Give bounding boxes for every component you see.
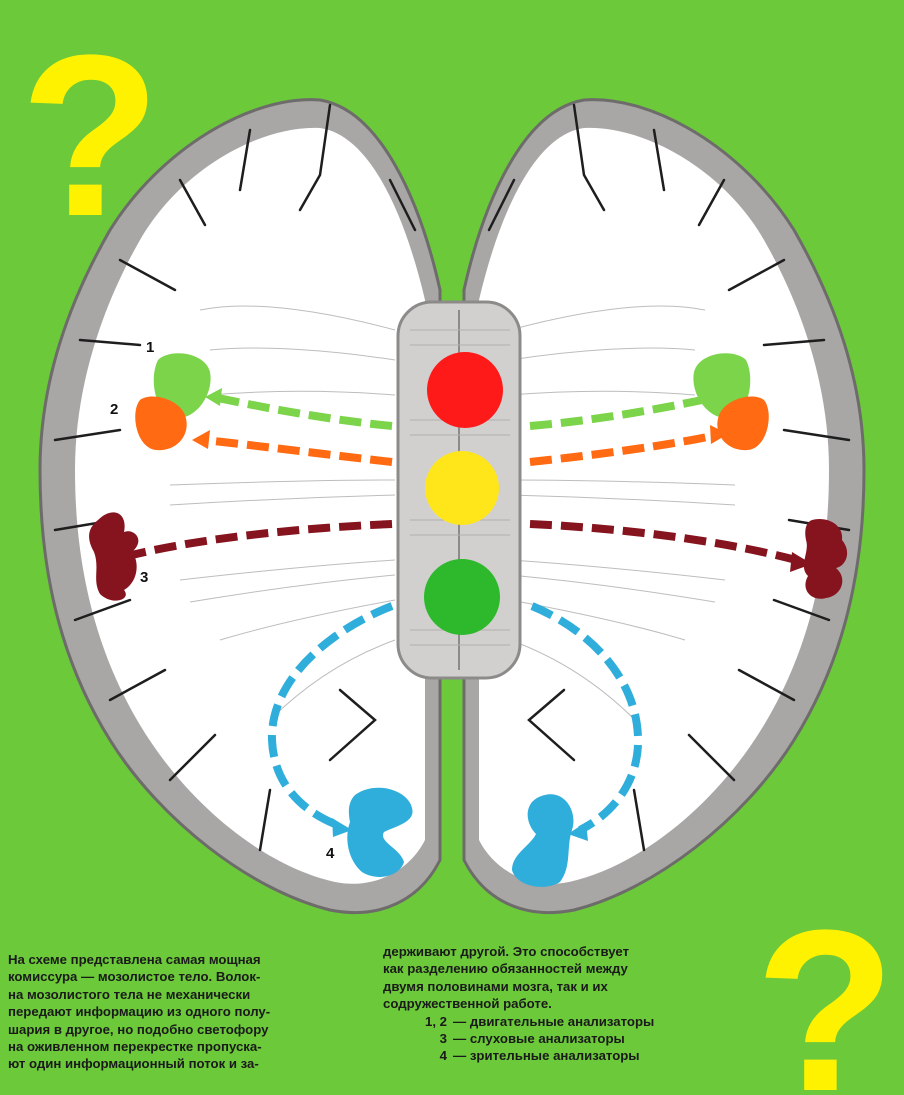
caption-line: передают информацию из одного полу-: [8, 1003, 358, 1020]
caption-line: содружественной работе.: [383, 995, 748, 1012]
legend-item-visual: 4 — зрительные анализаторы: [383, 1047, 748, 1064]
marker-2: 2: [110, 401, 118, 418]
caption-left-column: На схеме представлена самая мощная комис…: [8, 951, 358, 1073]
caption-line: на мозолистого тела не механически: [8, 986, 358, 1003]
legend-number: 4: [383, 1047, 453, 1064]
legend-item-auditory: 3 — слуховые анализаторы: [383, 1030, 748, 1047]
green-light: [424, 559, 500, 635]
caption-line: двумя половинами мозга, так и их: [383, 978, 748, 995]
caption-line: держивают другой. Это способствует: [383, 943, 748, 960]
legend-text: — слуховые анализаторы: [453, 1030, 625, 1047]
corpus-callosum: [398, 302, 520, 678]
caption-line: как разделению обязанностей между: [383, 960, 748, 977]
analyzer-4-visual: [347, 788, 573, 887]
marker-3: 3: [140, 569, 148, 586]
legend-number: 1, 2: [383, 1013, 453, 1030]
yellow-light: [425, 451, 499, 525]
legend-number: 3: [383, 1030, 453, 1047]
legend-text: — двигательные анализаторы: [453, 1013, 654, 1030]
legend-text: — зрительные анализаторы: [453, 1047, 640, 1064]
caption-line: на оживленном перекрестке пропуска-: [8, 1038, 358, 1055]
legend-item-motor: 1, 2 — двигательные анализаторы: [383, 1013, 748, 1030]
question-mark-bottom: ?: [755, 882, 896, 1095]
marker-1: 1: [146, 339, 154, 356]
right-hemisphere: [464, 100, 864, 913]
caption-line: На схеме представлена самая мощная: [8, 951, 358, 968]
marker-4: 4: [326, 845, 335, 862]
caption-line: ют один информационный поток и за-: [8, 1055, 358, 1072]
red-light: [427, 352, 503, 428]
caption-right-column: держивают другой. Это способствует как р…: [383, 943, 748, 1065]
caption-line: комиссура — мозолистое тело. Волок-: [8, 968, 358, 985]
caption-line: шария в другое, но подобно светофору: [8, 1021, 358, 1038]
